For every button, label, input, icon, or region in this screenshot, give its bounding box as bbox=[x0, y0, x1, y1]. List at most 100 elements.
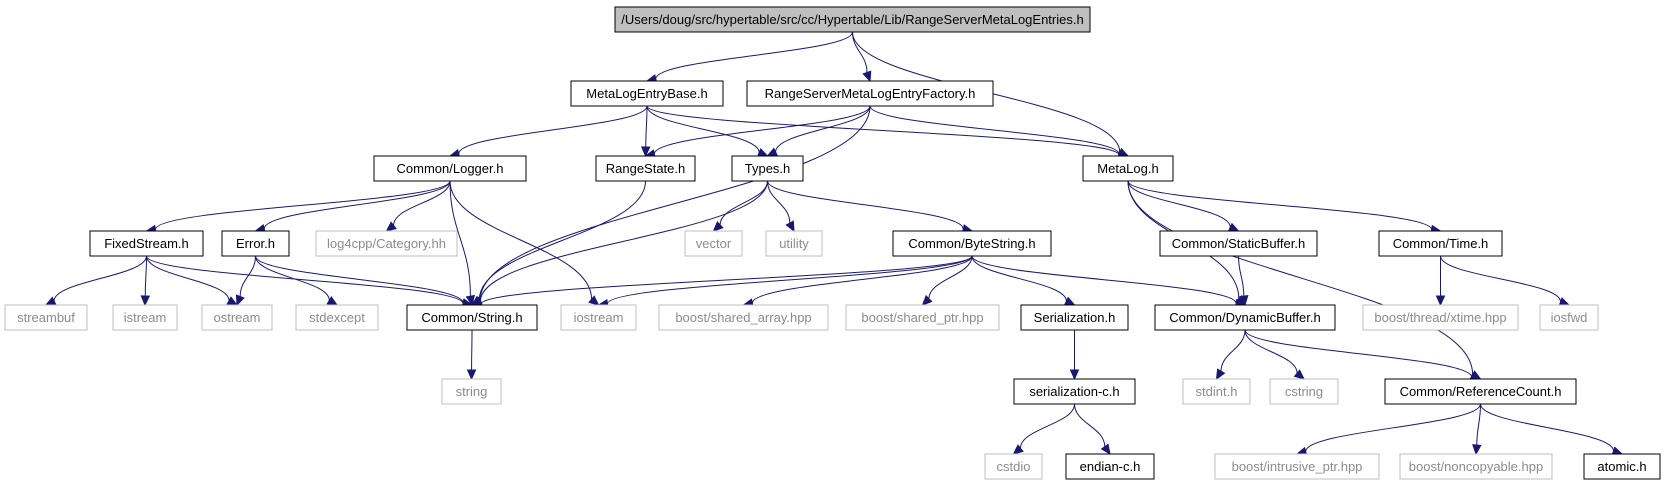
node-error[interactable]: Error.h bbox=[221, 230, 290, 257]
edge-metalog-to-staticbuffer bbox=[1127, 180, 1240, 232]
node-endian_c[interactable]: endian-c.h bbox=[1065, 453, 1155, 480]
edge-arrowhead bbox=[756, 147, 769, 157]
edge-fixedstream-to-streambuf bbox=[44, 255, 147, 306]
node-bytestring[interactable]: Common/ByteString.h bbox=[892, 230, 1052, 257]
node-label: cstring bbox=[1285, 384, 1323, 399]
edge-arrowhead bbox=[1012, 444, 1024, 455]
edge-error-to-ostream bbox=[235, 255, 256, 307]
edge-line bbox=[1127, 180, 1433, 230]
node-box bbox=[765, 230, 823, 257]
node-label: Common/DynamicBuffer.h bbox=[1169, 310, 1321, 325]
node-label: cstdio bbox=[997, 459, 1031, 474]
node-box bbox=[406, 304, 538, 331]
node-label: atomic.h bbox=[1597, 459, 1646, 474]
edge-arrowhead bbox=[1215, 368, 1226, 381]
node-box bbox=[4, 304, 88, 331]
node-time[interactable]: Common/Time.h bbox=[1378, 230, 1503, 257]
edge-refcount-to-intrusive_ptr bbox=[1295, 403, 1481, 457]
node-streambuf: streambuf bbox=[4, 304, 88, 331]
edge-logger-to-string_h bbox=[449, 180, 476, 307]
node-label: boost/shared_ptr.hpp bbox=[861, 310, 983, 325]
node-label: MetaLog.h bbox=[1097, 161, 1158, 176]
edge-bytestring-to-dynamicbuffer bbox=[971, 255, 1247, 309]
node-box bbox=[112, 304, 178, 331]
edge-logger-to-category bbox=[385, 180, 451, 232]
node-rangestate[interactable]: RangeState.h bbox=[595, 155, 696, 182]
node-label: Common/ReferenceCount.h bbox=[1400, 384, 1562, 399]
edge-time-to-xtime bbox=[1435, 256, 1446, 307]
edge-bytestring-to-shared_array bbox=[742, 255, 973, 308]
edge-root-to-rsmlefactory bbox=[852, 31, 872, 83]
node-iostream: iostream bbox=[560, 304, 637, 331]
edge-line bbox=[255, 255, 464, 304]
node-label: Common/Time.h bbox=[1393, 236, 1489, 251]
node-box bbox=[1214, 453, 1380, 480]
node-box bbox=[1539, 304, 1599, 331]
node-label: iostream bbox=[574, 310, 624, 325]
edge-arrowhead bbox=[1435, 295, 1446, 307]
edge-line bbox=[767, 180, 791, 224]
node-box bbox=[1154, 304, 1336, 331]
edge-error-to-stdexcept bbox=[255, 255, 339, 306]
edge-logger-to-fixedstream bbox=[145, 180, 451, 235]
edge-metalogentrybase-to-metalog bbox=[646, 105, 1130, 160]
node-string_h[interactable]: Common/String.h bbox=[406, 304, 538, 331]
node-label: Common/StaticBuffer.h bbox=[1172, 236, 1305, 251]
edge-arrowhead bbox=[1069, 369, 1080, 381]
node-rsmlefactory[interactable]: RangeServerMetaLogEntryFactory.h bbox=[746, 80, 994, 107]
edge-line bbox=[775, 105, 871, 153]
edge-serialization-to-serialization_c bbox=[1069, 329, 1080, 381]
node-metalog[interactable]: MetaLog.h bbox=[1082, 155, 1174, 182]
node-box bbox=[1159, 230, 1318, 257]
node-serialization[interactable]: Serialization.h bbox=[1020, 304, 1129, 331]
edge-line bbox=[1127, 180, 1231, 228]
node-stdexcept: stdexcept bbox=[295, 304, 379, 331]
node-logger[interactable]: Common/Logger.h bbox=[373, 155, 527, 182]
edge-line bbox=[606, 255, 973, 305]
node-staticbuffer[interactable]: Common/StaticBuffer.h bbox=[1159, 230, 1318, 257]
node-label: Common/String.h bbox=[421, 310, 522, 325]
edge-arrowhead bbox=[712, 221, 724, 232]
edge-line bbox=[1019, 403, 1075, 449]
node-box bbox=[295, 304, 379, 331]
node-box bbox=[892, 230, 1052, 257]
edge-line bbox=[646, 105, 1120, 156]
node-label: vector bbox=[696, 236, 732, 251]
edge-arrowhead bbox=[1100, 443, 1111, 456]
node-types[interactable]: Types.h bbox=[731, 155, 804, 182]
node-label: Error.h bbox=[236, 236, 275, 251]
edge-line bbox=[1244, 329, 1298, 374]
edge-line bbox=[1476, 403, 1481, 446]
edge-line bbox=[655, 31, 853, 80]
node-label: streambuf bbox=[17, 310, 75, 325]
node-refcount[interactable]: Common/ReferenceCount.h bbox=[1384, 378, 1577, 405]
node-box bbox=[845, 304, 1000, 331]
edge-arrowhead bbox=[1239, 294, 1249, 307]
edge-string_h-to-string bbox=[466, 329, 477, 381]
edge-fixedstream-to-string_h bbox=[146, 255, 474, 309]
node-metalogentrybase[interactable]: MetaLogEntryBase.h bbox=[570, 80, 724, 107]
node-label: Common/Logger.h bbox=[397, 161, 504, 176]
edge-arrowhead bbox=[588, 295, 600, 306]
node-root[interactable]: /Users/doug/src/hypertable/src/cc/Hypert… bbox=[614, 6, 1091, 33]
node-box bbox=[315, 230, 458, 257]
edge-line bbox=[144, 255, 147, 297]
node-istream: istream bbox=[112, 304, 178, 331]
edge-line bbox=[479, 105, 871, 301]
node-box bbox=[1065, 453, 1155, 480]
node-shared_ptr: boost/shared_ptr.hpp bbox=[845, 304, 1000, 331]
node-fixedstream[interactable]: FixedStream.h bbox=[89, 230, 204, 257]
edge-arrowhead bbox=[465, 294, 476, 307]
node-box bbox=[201, 304, 273, 331]
edge-metalogentrybase-to-logger bbox=[448, 105, 648, 159]
edge-arrowhead bbox=[140, 295, 151, 307]
node-atomic[interactable]: atomic.h bbox=[1583, 453, 1661, 480]
edge-line bbox=[479, 180, 768, 302]
node-serialization_c[interactable]: serialization-c.h bbox=[1013, 378, 1136, 405]
edge-line bbox=[971, 255, 1237, 304]
node-dynamicbuffer[interactable]: Common/DynamicBuffer.h bbox=[1154, 304, 1336, 331]
node-box bbox=[560, 304, 637, 331]
edge-line bbox=[1480, 403, 1615, 452]
node-utility: utility bbox=[765, 230, 823, 257]
edge-line bbox=[449, 180, 471, 297]
